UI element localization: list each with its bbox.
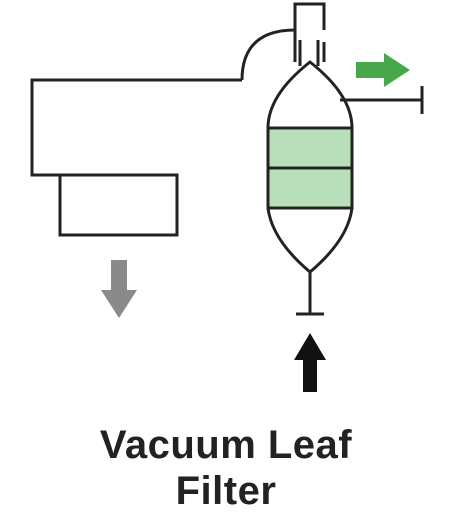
arrow-right-icon: [356, 53, 410, 87]
filter-leaf-lower: [266, 166, 354, 210]
title-line-2: Filter: [175, 469, 277, 513]
vent-pipe: [293, 2, 326, 62]
diagram-title: Vacuum Leaf Filter: [0, 422, 452, 514]
collection-box: [58, 173, 179, 237]
arrow-down-icon: [101, 260, 137, 318]
connecting-duct: [240, 28, 296, 81]
vessel-bottom-cone: [266, 207, 354, 274]
arrow-up-icon: [294, 333, 326, 392]
hood-housing: [30, 78, 242, 177]
vessel-top-dome: [266, 60, 354, 129]
title-line-1: Vacuum Leaf: [99, 423, 353, 467]
filter-leaf-upper: [266, 126, 354, 170]
